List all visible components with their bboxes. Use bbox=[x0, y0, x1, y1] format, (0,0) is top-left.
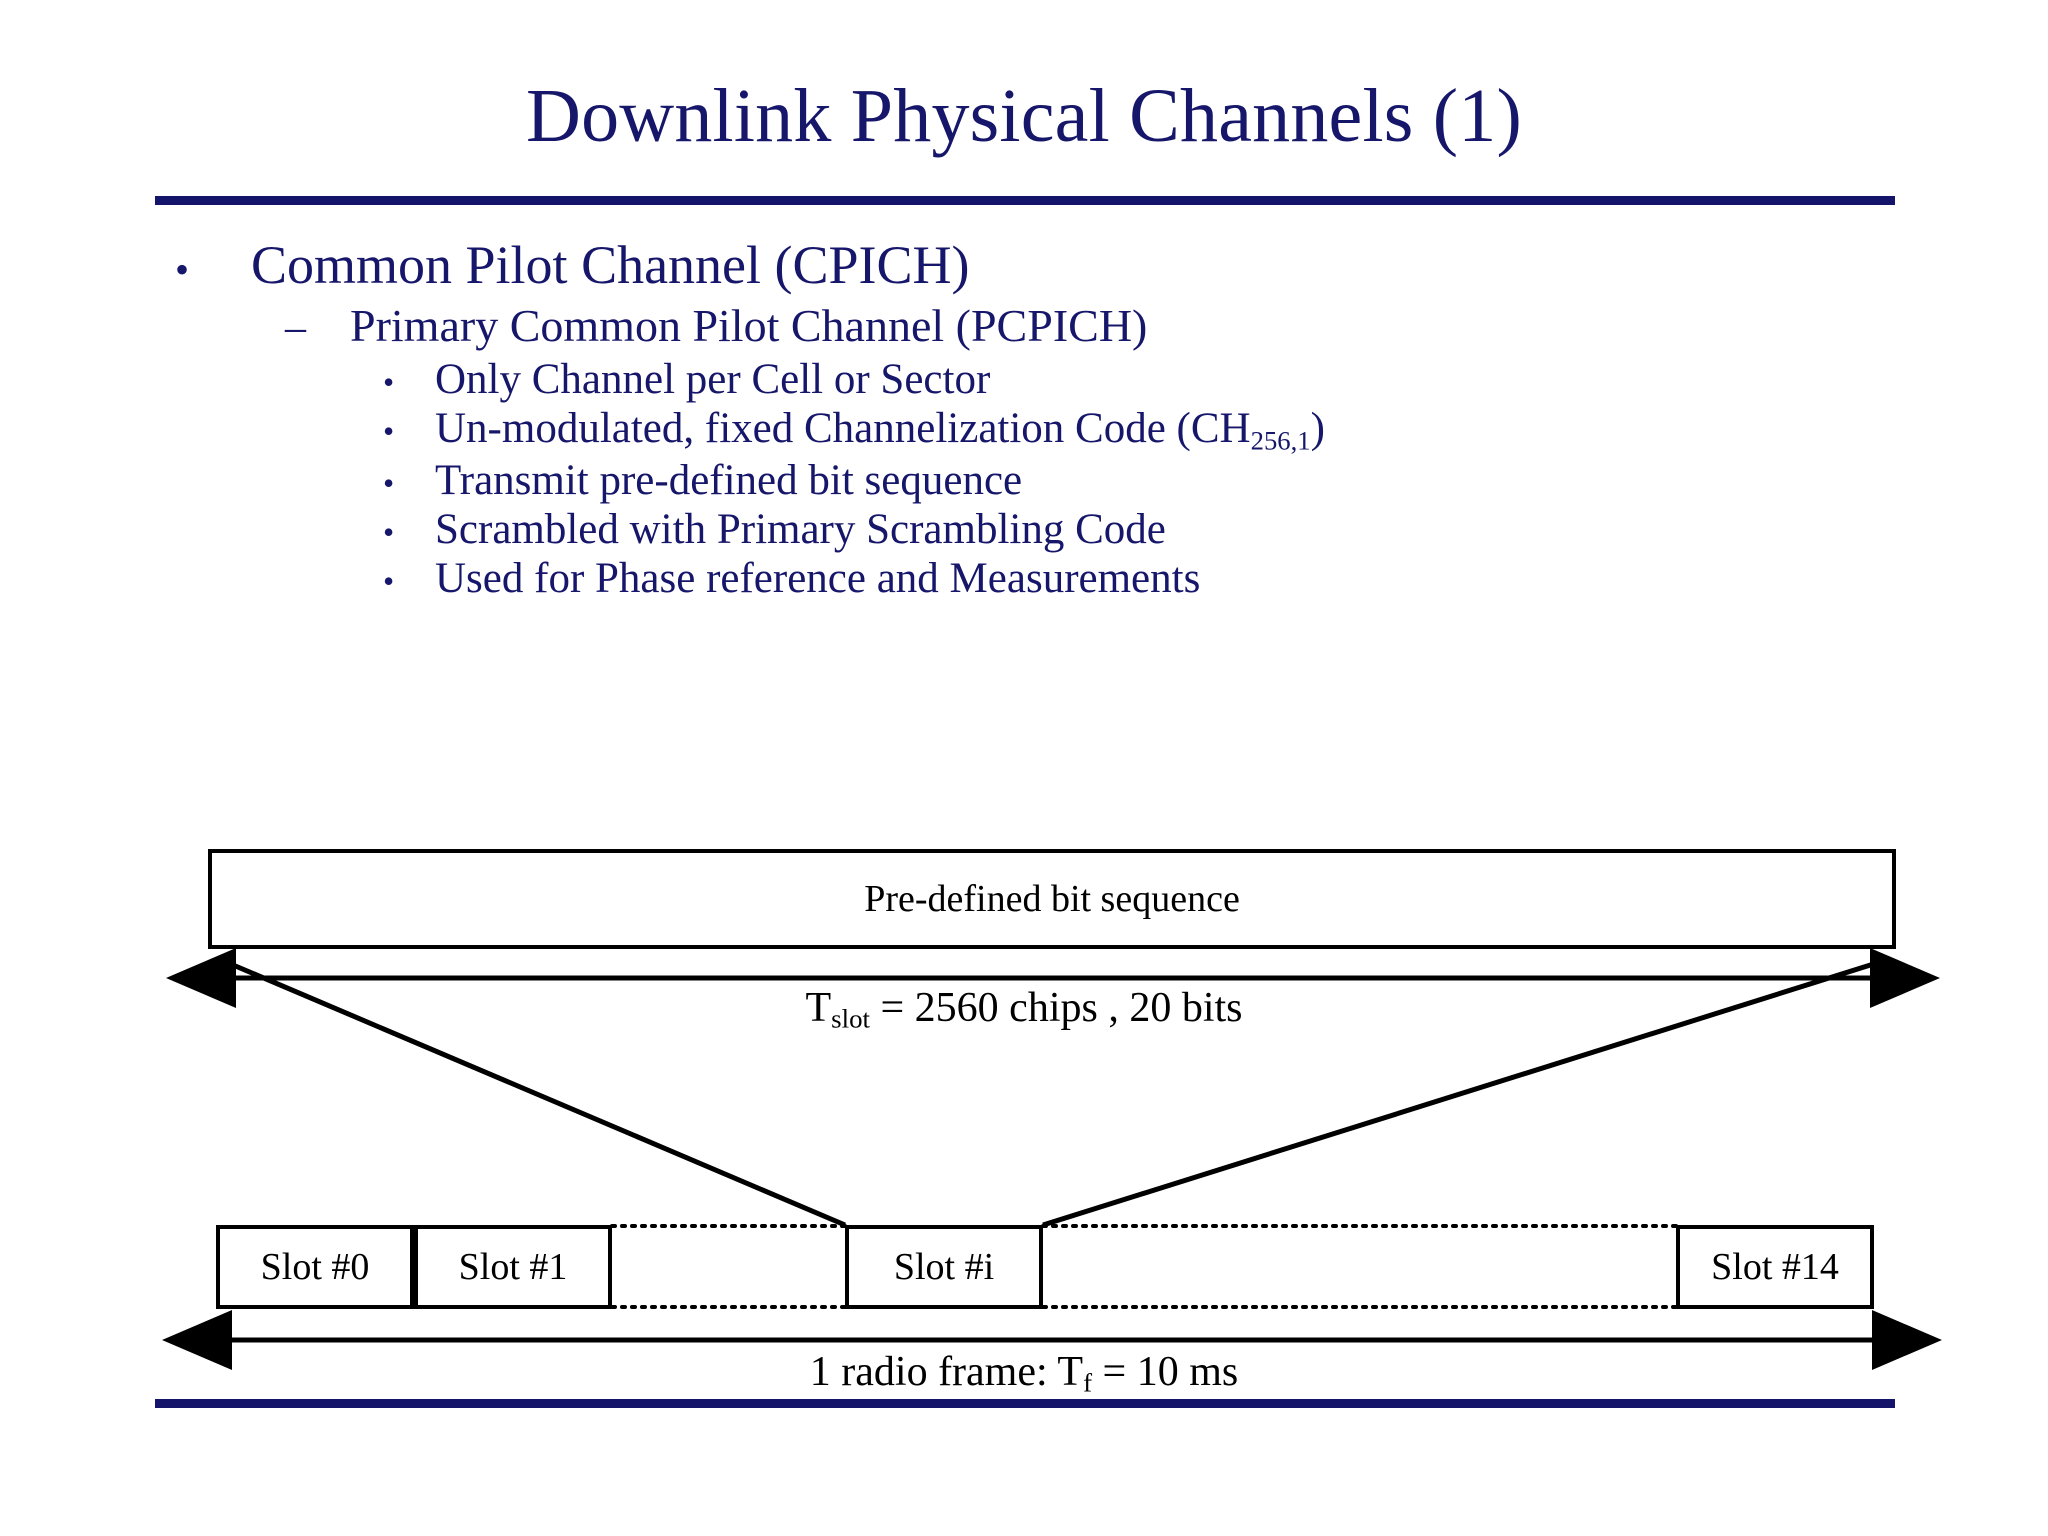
slot-box-14: Slot #14 bbox=[1676, 1225, 1874, 1309]
list-item-label: Un-modulated, fixed Channelization Code … bbox=[435, 404, 1325, 456]
radio-frame-label: 1 radio frame: Tf = 10 ms bbox=[0, 1348, 2048, 1399]
page-title: Downlink Physical Channels (1) bbox=[525, 74, 1522, 158]
tslot-subscript: slot bbox=[831, 1003, 870, 1034]
frame-subscript: f bbox=[1083, 1367, 1093, 1398]
bullet-marker-icon: • bbox=[383, 514, 395, 551]
channelization-code-subscript: 256,1 bbox=[1250, 425, 1311, 456]
bullet-marker-icon: • bbox=[383, 563, 395, 600]
frame-value: = 10 ms bbox=[1092, 1349, 1239, 1395]
list-item: • Transmit pre-defined bit sequence bbox=[0, 459, 2048, 503]
list-item-label: Transmit pre-defined bit sequence bbox=[435, 457, 1023, 505]
footer-divider-rule bbox=[155, 1399, 1895, 1408]
title-divider-rule bbox=[155, 196, 1895, 205]
list-item: • Un-modulated, fixed Channelization Cod… bbox=[0, 404, 2048, 456]
list-item-label: Used for Phase reference and Measurement… bbox=[435, 555, 1201, 603]
list-item-text-before: Un-modulated, fixed Channelization Code … bbox=[435, 404, 1251, 452]
bullet-list: • Common Pilot Channel (CPICH) – Primary… bbox=[0, 235, 2048, 606]
list-item: – Primary Common Pilot Channel (PCPICH) bbox=[0, 300, 2048, 352]
list-item: • Scrambled with Primary Scrambling Code bbox=[0, 508, 2048, 552]
list-item: • Used for Phase reference and Measureme… bbox=[0, 557, 2048, 601]
predefined-bit-sequence-box: Pre-defined bit sequence bbox=[208, 849, 1896, 949]
bullet-marker-icon: • bbox=[175, 247, 190, 292]
dash-marker-icon: – bbox=[285, 305, 306, 352]
list-item-label: Common Pilot Channel (CPICH) bbox=[251, 235, 970, 295]
bullet-marker-icon: • bbox=[383, 412, 395, 449]
bullet-marker-icon: • bbox=[383, 465, 395, 502]
list-item: • Only Channel per Cell or Sector bbox=[0, 358, 2048, 402]
frame-prefix: 1 radio frame: T bbox=[809, 1349, 1084, 1395]
bullet-marker-icon: • bbox=[383, 363, 395, 400]
list-item-text-after: ) bbox=[1310, 404, 1325, 452]
list-item: • Common Pilot Channel (CPICH) bbox=[0, 235, 2048, 295]
list-item-label: Primary Common Pilot Channel (PCPICH) bbox=[350, 300, 1148, 352]
slot-box-i: Slot #i bbox=[845, 1225, 1043, 1309]
tslot-label: Tslot = 2560 chips , 20 bits bbox=[0, 984, 2048, 1035]
list-item-label: Only Channel per Cell or Sector bbox=[435, 355, 991, 403]
list-item-label: Scrambled with Primary Scrambling Code bbox=[435, 506, 1166, 554]
tslot-symbol: T bbox=[805, 985, 832, 1031]
slot-box-1: Slot #1 bbox=[414, 1225, 612, 1309]
slot-box-0: Slot #0 bbox=[216, 1225, 414, 1309]
tslot-value: = 2560 chips , 20 bits bbox=[869, 985, 1243, 1031]
